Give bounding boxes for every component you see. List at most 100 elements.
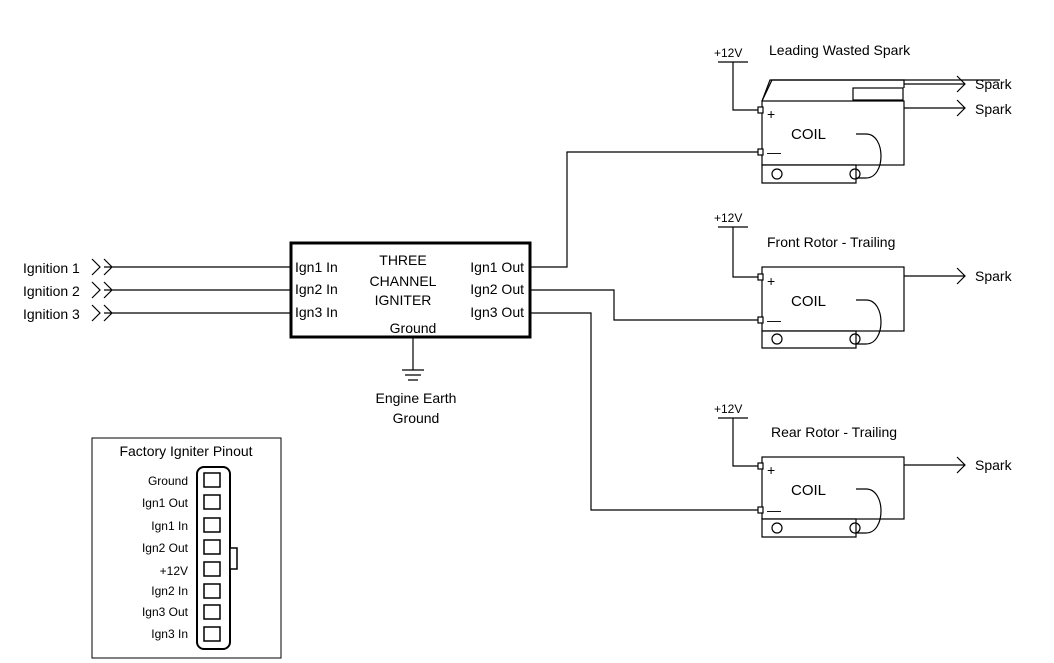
ignition-2-connector-icon bbox=[91, 281, 101, 299]
coil-2-mount-hole-left-icon bbox=[771, 333, 783, 345]
coil-2-minus-terminal bbox=[757, 316, 764, 324]
coil-3-minus-sign: — bbox=[767, 502, 781, 518]
coil-2-lower-box bbox=[761, 330, 857, 349]
coil-2-supply-label: +12V bbox=[714, 211, 742, 225]
igniter-ground-label: Ground bbox=[390, 320, 437, 336]
coil-1-mount-hole-right-icon bbox=[849, 168, 861, 180]
three-channel-igniter: THREE CHANNEL IGNITER Ign1 In Ign2 In Ig… bbox=[289, 241, 532, 339]
pin-label-2: Ign1 Out bbox=[142, 496, 189, 510]
coil-1-upper-tower bbox=[852, 87, 904, 101]
pin-slot-4 bbox=[203, 539, 221, 555]
ignition-2-label: Ignition 2 bbox=[23, 283, 80, 299]
ignition-3-label: Ignition 3 bbox=[23, 306, 80, 322]
pinout-pin-slots bbox=[203, 472, 221, 642]
igniter-ign1-out: Ign1 Out bbox=[470, 259, 524, 275]
ignition-3-wire bbox=[103, 304, 290, 322]
coil-3-supply-label: +12V bbox=[714, 402, 742, 416]
coil-1-supply-wire bbox=[718, 61, 758, 111]
pin-label-8: Ign3 In bbox=[151, 627, 188, 641]
coil-1-mount-hole-left-icon bbox=[771, 168, 783, 180]
ignition-1-label: Ignition 1 bbox=[23, 260, 80, 276]
pin-label-1: Ground bbox=[148, 474, 188, 488]
coil-1-return-loop bbox=[856, 133, 882, 179]
coil-3-plus-terminal bbox=[757, 462, 764, 470]
coil-3-plus-sign: + bbox=[767, 462, 775, 478]
coil-2-title: Front Rotor - Trailing bbox=[767, 234, 895, 250]
ignition-3-connector-icon bbox=[91, 304, 101, 322]
ign3-out-wire bbox=[530, 312, 758, 511]
coil-3-spark-wire bbox=[904, 456, 966, 474]
coil-2-return-loop bbox=[856, 299, 882, 345]
pin-slot-8 bbox=[203, 626, 221, 642]
coil-3-mount-hole-left-icon bbox=[771, 522, 783, 534]
coil-2-mount-hole-right-icon bbox=[849, 333, 861, 345]
coil-rear-rotor-trailing: +12V Rear Rotor - Trailing + — COIL Spar… bbox=[714, 402, 1013, 538]
coil-3-spark-label: Spark bbox=[975, 457, 1013, 473]
ign1-out-wire bbox=[530, 151, 758, 268]
pin-slot-3 bbox=[203, 517, 221, 533]
coil-3-minus-terminal bbox=[757, 506, 764, 514]
ignition-1-wire bbox=[103, 258, 290, 276]
coil-3-title: Rear Rotor - Trailing bbox=[771, 424, 897, 440]
pin-slot-1 bbox=[203, 472, 221, 488]
igniter-title-line-1: THREE bbox=[379, 252, 426, 268]
pin-slot-5 bbox=[203, 561, 221, 577]
pin-slot-7 bbox=[203, 604, 221, 620]
coil-2-spark-label: Spark bbox=[975, 268, 1013, 284]
coil-1-title: Leading Wasted Spark bbox=[769, 42, 911, 58]
coil-1-label: COIL bbox=[791, 126, 826, 143]
ignition-inputs: Ignition 1 Ignition 2 Ignition 3 bbox=[23, 258, 290, 322]
igniter-ign2-in: Ign2 In bbox=[295, 281, 338, 297]
coil-2-main-body bbox=[761, 266, 905, 332]
coil-1-plus-sign: + bbox=[767, 106, 775, 122]
coil-3-main-body bbox=[761, 456, 905, 520]
coil-2-spark-wire bbox=[904, 267, 966, 285]
pinout-connector-latch bbox=[229, 547, 238, 570]
coil-1-minus-terminal bbox=[757, 148, 764, 156]
ground-symbol-icon bbox=[402, 338, 424, 381]
igniter-ign2-out: Ign2 Out bbox=[470, 281, 524, 297]
coil-1-spark-wire-1 bbox=[904, 75, 966, 93]
pin-label-4: Ign2 Out bbox=[142, 541, 189, 555]
pinout-title: Factory Igniter Pinout bbox=[119, 443, 252, 459]
coil-1-supply-label: +12V bbox=[714, 46, 742, 60]
engine-ground-label: Ground bbox=[393, 410, 440, 426]
coil-leading-wasted-spark: +12V Leading Wasted Spark + — COIL Spark… bbox=[714, 42, 1013, 184]
factory-igniter-pinout: Factory Igniter Pinout Ground Ign1 Out I… bbox=[91, 437, 282, 659]
igniter-ign3-in: Ign3 In bbox=[295, 304, 338, 320]
pinout-pin-labels: Ground Ign1 Out Ign1 In Ign2 Out +12V Ig… bbox=[142, 474, 189, 641]
coil-3-label: COIL bbox=[791, 482, 826, 499]
pin-label-7: Ign3 Out bbox=[142, 605, 189, 619]
coil-3-mount-hole-right-icon bbox=[849, 522, 861, 534]
igniter-title-line-3: IGNITER bbox=[375, 292, 432, 308]
igniter-ign1-in: Ign1 In bbox=[295, 259, 338, 275]
coil-1-lower-box bbox=[761, 164, 857, 184]
pin-slot-2 bbox=[203, 494, 221, 510]
coil-3-return-loop bbox=[856, 488, 882, 534]
pin-label-3: Ign1 In bbox=[151, 519, 188, 533]
coil-1-main-body bbox=[761, 100, 905, 166]
ignition-2-wire bbox=[103, 281, 290, 299]
coil-2-label: COIL bbox=[791, 293, 826, 310]
coil-front-rotor-trailing: +12V Front Rotor - Trailing + — COIL Spa… bbox=[714, 211, 1013, 349]
coil-3-lower-box bbox=[761, 518, 857, 538]
coil-1-minus-sign: — bbox=[767, 144, 781, 160]
igniter-ign3-out: Ign3 Out bbox=[470, 304, 524, 320]
coil-2-supply-wire bbox=[718, 226, 758, 278]
coil-2-plus-terminal bbox=[757, 273, 764, 281]
pinout-frame bbox=[91, 437, 282, 659]
ignition-1-connector-icon bbox=[91, 258, 101, 276]
pin-label-5: +12V bbox=[160, 564, 188, 578]
coil-1-plus-terminal bbox=[757, 106, 764, 114]
igniter-box bbox=[289, 241, 532, 339]
pin-label-6: Ign2 In bbox=[151, 584, 188, 598]
coil-1-spark-2-label: Spark bbox=[975, 101, 1013, 117]
coil-2-minus-sign: — bbox=[767, 312, 781, 328]
ign2-out-wire bbox=[530, 289, 758, 321]
coil-1-spark-1-label: Spark bbox=[975, 76, 1013, 92]
pin-slot-6 bbox=[203, 583, 221, 599]
coil-1-spark-wire-2 bbox=[904, 99, 966, 117]
coil-2-plus-sign: + bbox=[767, 273, 775, 289]
coil-3-supply-wire bbox=[718, 417, 758, 467]
